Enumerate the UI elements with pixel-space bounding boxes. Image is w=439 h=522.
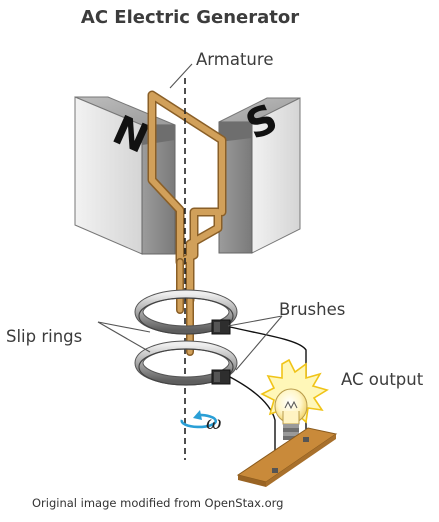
- south-magnet: S: [218, 95, 301, 254]
- slip-ring-lower: [134, 340, 238, 386]
- slip-ring-upper: [134, 289, 238, 335]
- brush-lower: [211, 369, 231, 385]
- rotation-arrow-icon: [180, 410, 218, 429]
- ac-output-label: AC output: [341, 370, 424, 389]
- north-magnet: N: [74, 96, 176, 255]
- image-credit: Original image modified from OpenStax.or…: [32, 496, 284, 510]
- brushes-label: Brushes: [279, 300, 346, 319]
- output-wires: [229, 326, 307, 472]
- diagram-title: AC Electric Generator: [80, 7, 300, 28]
- slip-rings-label: Slip rings: [6, 327, 83, 346]
- leader-lines: [97, 63, 283, 371]
- armature-label: Armature: [196, 50, 274, 69]
- omega-symbol: ω: [206, 412, 222, 434]
- light-bulb: [260, 358, 329, 440]
- bulb-base: [236, 427, 338, 487]
- brush-upper: [211, 319, 231, 335]
